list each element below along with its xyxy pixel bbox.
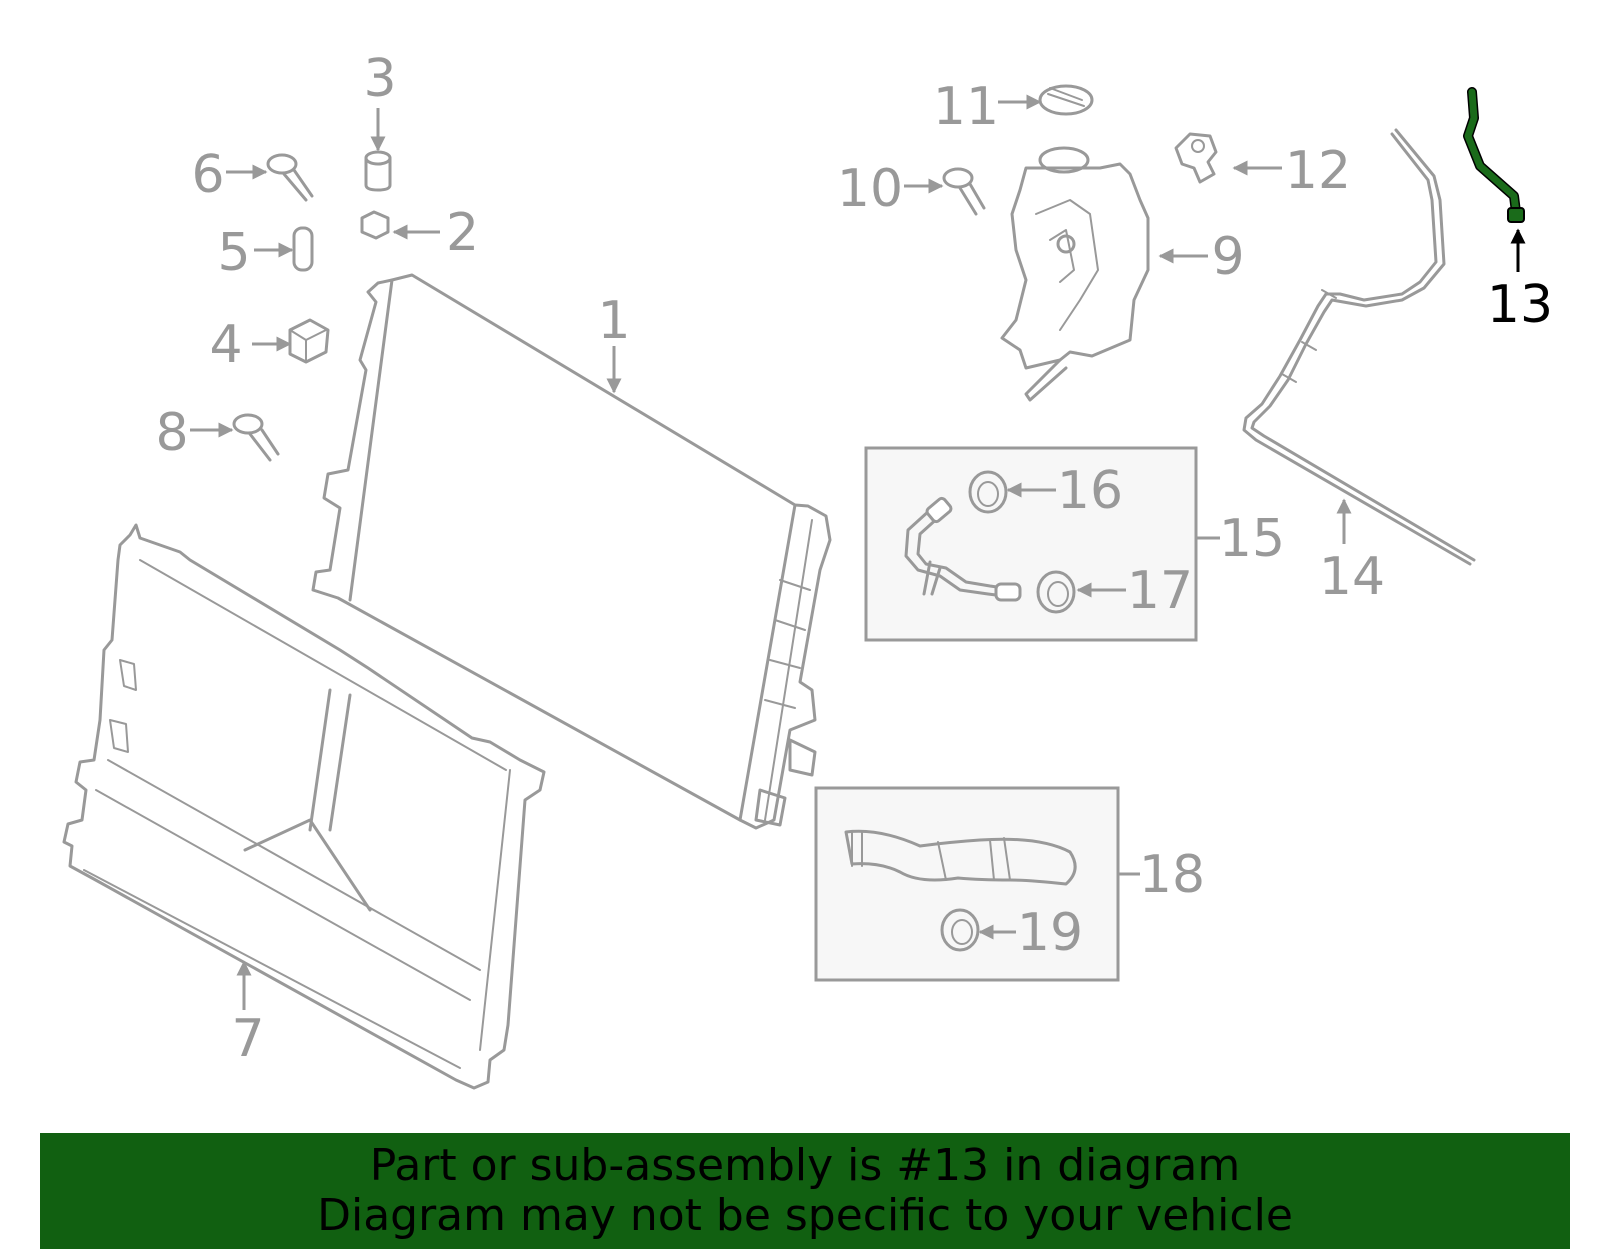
bolt-10 [942,167,986,216]
pin-5 [292,226,314,272]
callout-2: 2 [446,203,479,263]
bolt-8 [232,413,280,462]
callout-19: 19 [1017,903,1083,963]
callout-1: 1 [597,291,630,351]
leader-lines [190,94,1526,1010]
reservoir-cap [1038,84,1094,116]
callout-14: 14 [1319,547,1385,607]
callout-5: 5 [217,223,250,283]
info-banner: Part or sub-assembly is #13 in diagram D… [40,1133,1570,1249]
bolt-6 [266,153,314,202]
clamp-19 [940,908,980,952]
callout-18: 18 [1139,845,1205,905]
clamp-16 [968,470,1008,514]
fan-shroud [62,523,546,1090]
callout-8: 8 [155,403,188,463]
highlighted-part-13 [1463,87,1525,223]
coolant-tube [1242,128,1476,566]
callout-7: 7 [231,1009,264,1069]
banner-line-1: Part or sub-assembly is #13 in diagram [369,1140,1241,1191]
callout-16: 16 [1057,461,1123,521]
bushing-3 [364,150,392,192]
callout-9: 9 [1211,227,1244,287]
reservoir-bracket [1174,132,1218,184]
nut-2 [360,210,390,240]
clamp-17 [1036,570,1076,614]
inset-box-18 [814,786,1120,982]
callout-3: 3 [363,49,396,109]
callout-labels: 1 2 3 4 5 6 7 8 9 10 11 12 13 14 15 16 1… [155,49,1553,1069]
callout-15: 15 [1219,509,1285,569]
radiator [311,273,832,830]
bracket-4 [288,318,330,364]
banner-line-2: Diagram may not be specific to your vehi… [317,1190,1293,1241]
callout-10: 10 [837,159,903,219]
callout-11: 11 [933,77,999,137]
inset-box-15 [864,446,1198,642]
coolant-reservoir [1000,146,1150,402]
callout-4: 4 [209,315,242,375]
callout-17: 17 [1127,561,1193,621]
parts-diagram: 1 2 3 4 5 6 7 8 9 10 11 12 13 14 15 16 1… [62,49,1553,1090]
callout-12: 12 [1285,141,1351,201]
callout-13: 13 [1487,275,1553,335]
callout-6: 6 [191,145,224,205]
